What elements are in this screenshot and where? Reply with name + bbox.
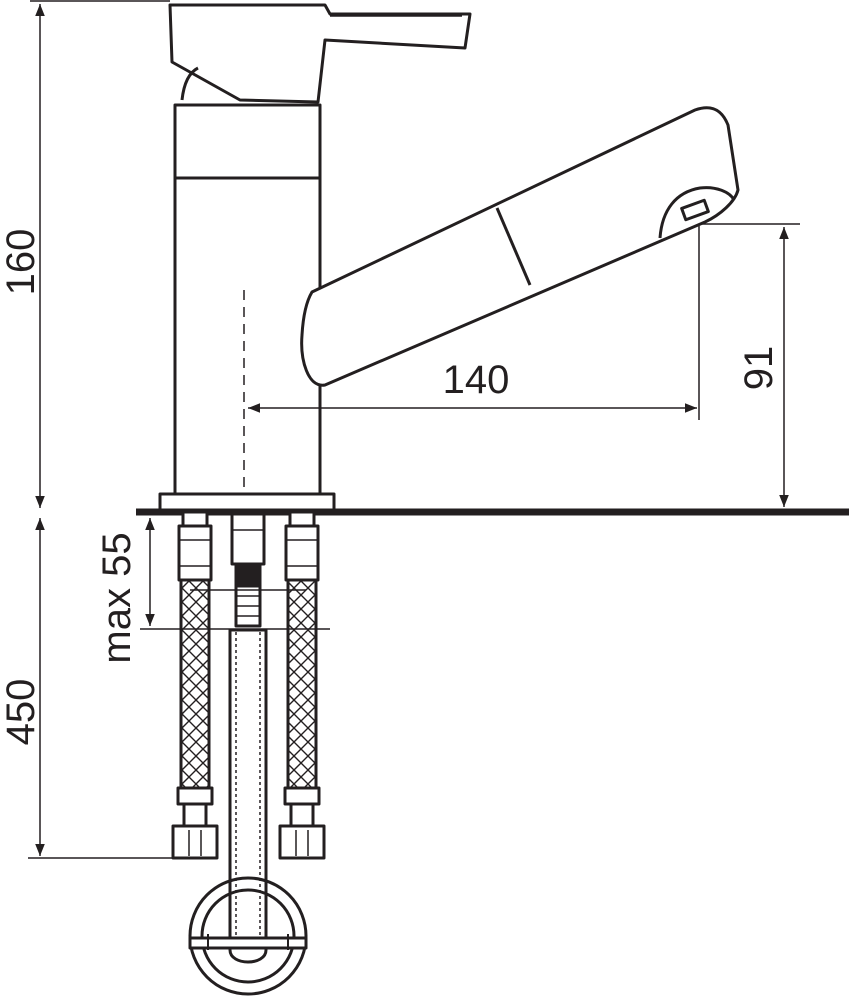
mounting-stud xyxy=(228,512,268,964)
label-total-height: 160 xyxy=(0,229,43,296)
label-hose-length: 450 xyxy=(0,679,43,746)
label-spout-height: 91 xyxy=(737,346,781,391)
dimension-hose-length xyxy=(28,518,178,859)
label-max-thickness: max 55 xyxy=(95,532,139,663)
base-plate xyxy=(158,492,336,512)
left-supply-hose xyxy=(171,510,219,860)
mounting-washer xyxy=(188,876,308,996)
dimension-total-height xyxy=(30,0,170,508)
spout xyxy=(300,106,740,387)
dimension-spout-height xyxy=(699,223,800,507)
dimension-spout-reach xyxy=(248,226,700,420)
faucet-body xyxy=(173,103,322,510)
label-spout-reach: 140 xyxy=(443,358,510,402)
handle-lever xyxy=(168,3,472,104)
right-supply-hose xyxy=(278,510,326,860)
